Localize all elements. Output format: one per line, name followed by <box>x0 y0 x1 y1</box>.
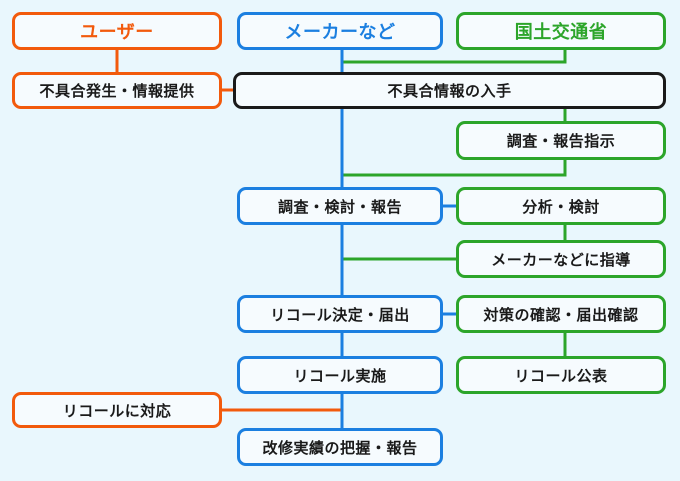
node-info-receipt: 不具合情報の入手 <box>233 72 666 109</box>
node-measures-check: 対策の確認・届出確認 <box>456 295 666 333</box>
node-analysis-label: 分析・検討 <box>522 197 600 216</box>
connector-ministry-header <box>342 50 567 64</box>
header-ministry-label: 国土交通省 <box>514 22 608 43</box>
node-recall-announcement: リコール公表 <box>456 356 666 394</box>
node-maker-investigation-label: 調査・検討・報告 <box>277 197 402 216</box>
node-recall-execution-label: リコール実施 <box>293 366 387 385</box>
node-maker-investigation: 調査・検討・報告 <box>237 187 443 225</box>
node-guidance: メーカーなどに指導 <box>456 240 666 278</box>
node-repair-report: 改修実績の把握・報告 <box>237 428 443 466</box>
header-user-label: ユーザー <box>80 22 154 43</box>
header-ministry: 国土交通省 <box>456 12 666 50</box>
node-investigation-order-label: 調査・報告指示 <box>506 132 616 150</box>
node-guidance-label: メーカーなどに指導 <box>491 250 631 269</box>
node-recall-announcement-label: リコール公表 <box>514 366 608 385</box>
node-info-receipt-label: 不具合情報の入手 <box>387 82 512 100</box>
node-recall-execution: リコール実施 <box>237 356 443 394</box>
node-user-response-label: リコールに対応 <box>62 401 172 420</box>
node-repair-report-label: 改修実績の把握・報告 <box>262 438 418 457</box>
header-maker-label: メーカーなど <box>284 22 396 43</box>
node-measures-check-label: 対策の確認・届出確認 <box>483 305 639 324</box>
node-user-response: リコールに対応 <box>12 392 222 428</box>
node-user-report-label: 不具合発生・情報提供 <box>39 82 195 100</box>
node-recall-decision: リコール決定・届出 <box>237 295 443 333</box>
header-maker: メーカーなど <box>237 12 443 50</box>
node-recall-decision-label: リコール決定・届出 <box>270 305 410 324</box>
node-investigation-order: 調査・報告指示 <box>456 121 666 160</box>
connector-order-to-maker <box>342 160 567 177</box>
node-user-report: 不具合発生・情報提供 <box>12 72 222 109</box>
header-user: ユーザー <box>12 12 222 50</box>
node-analysis: 分析・検討 <box>456 187 666 225</box>
